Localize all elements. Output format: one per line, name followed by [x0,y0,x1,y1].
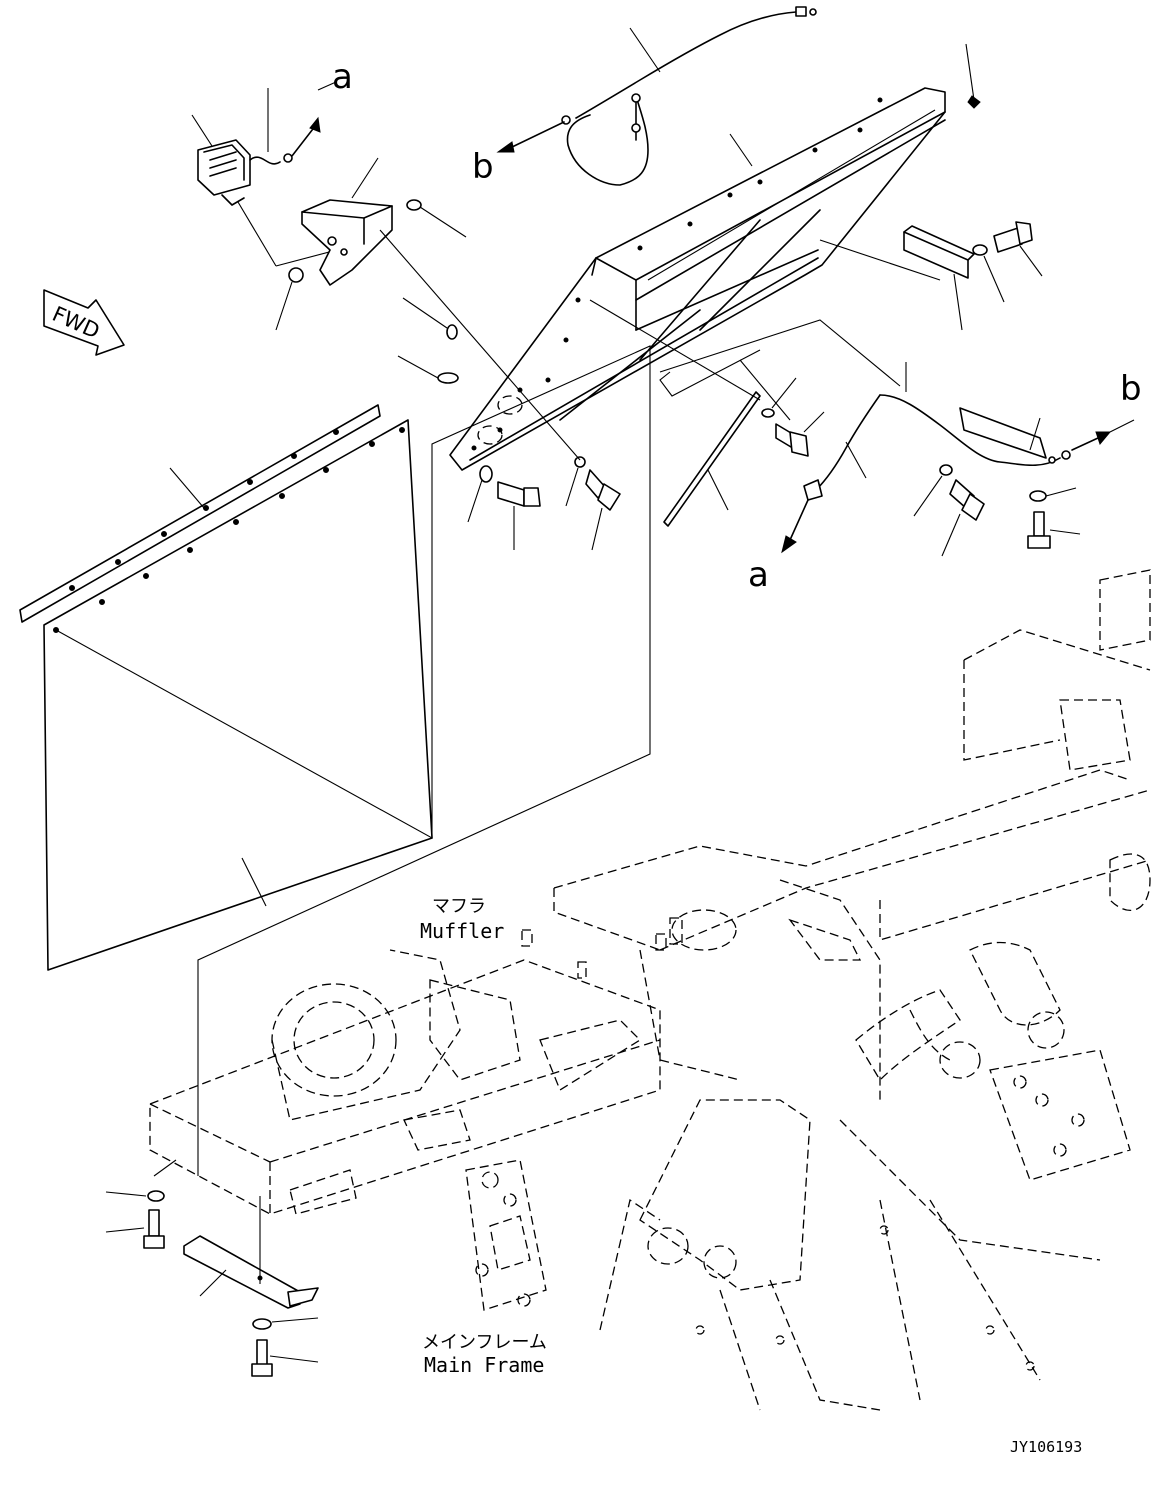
leader-line [241,857,267,907]
leader-line [191,114,213,147]
callout-b-left: b [472,147,494,187]
diagonal-strap [663,391,761,527]
leader-line [269,1355,319,1363]
grommet [288,267,304,283]
leader-line [729,133,753,167]
bolt [251,1339,273,1377]
leader-line [351,157,379,199]
mud-flap [19,404,433,971]
bolt [143,1209,165,1249]
fastener-set-2 [761,377,825,457]
main-frame-label-jp: メインフレーム [422,1332,547,1353]
drawing-id: JY106193 [1010,1438,1082,1456]
leader-line [317,81,337,91]
assembly-guide-lines [379,229,941,461]
leader-line [105,1227,145,1233]
fwd-arrow-icon: FWD [43,289,125,356]
angle-bracket [903,221,1043,331]
leader-line [237,201,277,267]
leader-line [629,27,661,73]
lamp-bracket [301,199,393,286]
fastener-set-3 [913,464,1081,557]
washer [406,199,422,211]
leader-line [105,1191,147,1197]
callout-b-right: b [1120,369,1142,409]
support-beam [449,87,946,471]
lower-mount-bracket [183,1235,319,1309]
machine-frame [149,569,1151,1411]
muffler-label-en: Muffler [420,919,504,943]
callout-a-bottom: a [748,555,769,595]
muffler-label-jp: マフラ [432,896,486,917]
leader-line [1029,417,1041,451]
leader-line [965,43,975,101]
main-frame-label-en: Main Frame [424,1353,544,1377]
washer [252,1318,272,1330]
work-lamp [197,116,321,206]
harness-upper [496,6,817,186]
leader-line [1109,419,1135,433]
washer [147,1190,165,1202]
leader-line [845,441,867,479]
callout-a-top: a [332,57,353,97]
leader-line [275,281,293,331]
leader-line [271,1317,319,1323]
assembly-guide-line [55,345,651,1176]
leader-line [169,467,205,509]
leader-line [419,206,467,238]
harness-right [781,394,1112,554]
nut [967,95,981,109]
fastener-set-1 [397,297,621,551]
leader-line [153,1159,177,1177]
